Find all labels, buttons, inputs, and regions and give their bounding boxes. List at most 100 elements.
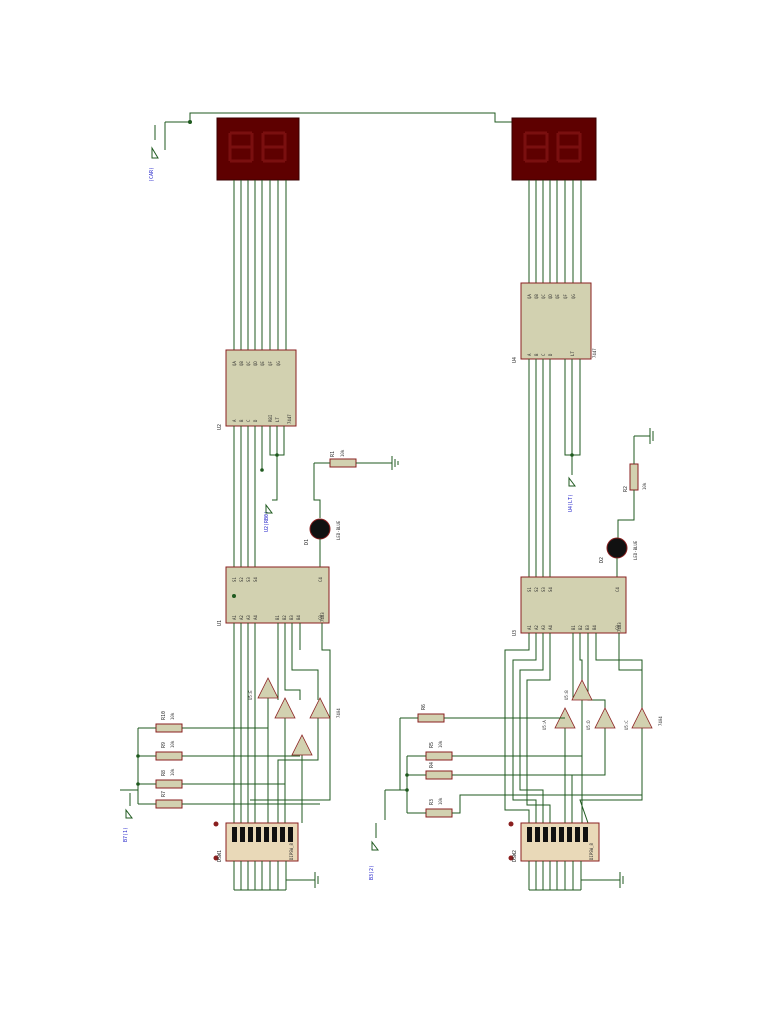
u3-part: 7483 xyxy=(617,622,622,632)
dsw2-ref: DSW2 xyxy=(512,850,518,862)
net-label-u2: U2(RB0) xyxy=(264,511,270,532)
r10-value: 10k xyxy=(170,712,175,720)
u1-pin-a3: A3 xyxy=(246,615,251,620)
led-d2: D2 LED-BLUE xyxy=(599,537,638,577)
u4-pin-lt: LT xyxy=(570,351,575,356)
u3-pin-a4: A4 xyxy=(548,625,553,630)
u4-pin-c: C xyxy=(541,353,546,356)
u2-part: 7447 xyxy=(287,414,292,424)
u2-pin-qf: QF xyxy=(268,361,273,366)
u2-pin-b: B xyxy=(239,419,244,422)
bus-u4-u3 xyxy=(528,359,581,577)
inverter-u5f xyxy=(274,697,296,719)
u2-pin-a: A xyxy=(232,419,237,422)
net-label-dsw1: B7(1) xyxy=(123,827,129,842)
decoder-u2: U2 7447 QA QB QC QD QE QF QG A B C D RBI… xyxy=(217,349,297,430)
u3-pin-a2: A2 xyxy=(534,625,539,630)
u3-pin-b3: B3 xyxy=(585,625,590,630)
r9-value: 10k xyxy=(170,740,175,748)
u1-pin-b3: B3 xyxy=(289,615,294,620)
u2-pin-qb: QB xyxy=(239,361,244,366)
u4-pin-qd: QD xyxy=(548,294,553,299)
resistor-r10: R10 10k xyxy=(155,711,183,733)
inverter-u6d xyxy=(291,734,313,756)
inverter-u5a: U5:A xyxy=(542,707,576,730)
d1-ref: D1 xyxy=(304,539,310,545)
r3-ref: R3 xyxy=(429,799,435,805)
junction xyxy=(136,782,140,786)
u1-input-wires xyxy=(233,623,331,823)
u4-net-flag xyxy=(568,476,576,487)
resistor-r5: R5 10k xyxy=(425,740,453,761)
r6-ref: R6 xyxy=(421,704,427,710)
resistor-r3: R3 10k xyxy=(425,797,453,818)
u1-pin-a4: A4 xyxy=(253,615,258,620)
u5b-ref: U5:B xyxy=(564,690,569,700)
dsw1-ref: DSW1 xyxy=(217,850,223,862)
u1-pin-s1: S1 xyxy=(232,577,237,582)
u2-net-flag xyxy=(265,503,273,514)
bus-right-display xyxy=(528,180,582,283)
u2-pin-qg: QG xyxy=(276,361,281,366)
inverter-u5d: U5:D xyxy=(586,707,616,730)
u3-pin-s3: S3 xyxy=(541,587,546,592)
u4-pin-b: B xyxy=(534,353,539,356)
inverter-u6f: 7404 xyxy=(309,697,341,719)
u1-pin-c4: C4 xyxy=(318,577,323,582)
u4-pin-d: D xyxy=(548,353,553,356)
dsw1-part: DIPSW_8 xyxy=(289,843,294,860)
adder-u3: U3 7483 S1 S2 S3 S4 C4 A1 A2 A3 A4 B1 B2… xyxy=(512,576,627,636)
u2-pin-rbi: RBI xyxy=(268,414,273,422)
r2-value: 10k xyxy=(642,482,647,490)
junction xyxy=(136,754,140,758)
u1-pin-a1: A1 xyxy=(232,615,237,620)
bus-left-display xyxy=(233,180,287,350)
resistor-r4: R4 xyxy=(425,762,453,780)
u2-pin-qe: QE xyxy=(260,361,265,366)
u1-pin-c0: C0 xyxy=(318,615,323,620)
r4-ref: R4 xyxy=(429,762,435,768)
u1-part: 7483 xyxy=(320,612,325,622)
led-d1: D1 LED-BLUE xyxy=(304,463,341,567)
r9-ref: R9 xyxy=(161,742,167,748)
u2-pin-qa: QA xyxy=(232,361,237,366)
u1-pin-s2: S2 xyxy=(239,577,244,582)
r5-ref: R5 xyxy=(429,742,435,748)
u3-pin-c4: C4 xyxy=(615,587,620,592)
inverter-u5e: U5:E xyxy=(248,677,279,700)
d2-ref: D2 xyxy=(599,557,605,563)
seven-segment-display-left xyxy=(216,117,300,181)
u3-pin-c0: C0 xyxy=(615,625,620,630)
r2-ref: R2 xyxy=(623,486,629,492)
junction xyxy=(405,773,409,777)
net-label-u4: U4(LT) xyxy=(568,494,574,512)
u2-pin-qc: QC xyxy=(246,361,251,366)
u3-pin-b1: B1 xyxy=(571,625,576,630)
d2-part: LED-BLUE xyxy=(633,540,638,560)
seven-segment-display-right xyxy=(511,117,597,181)
bus-u2-u1 xyxy=(233,426,285,567)
u5d-ref: U5:D xyxy=(586,720,591,730)
dip-switch-dsw2: DSW2 DIPSW_8 xyxy=(508,821,624,891)
car-net-flag xyxy=(151,125,159,159)
u3-pin-s4: S4 xyxy=(548,587,553,592)
dsw2-part: DIPSW_8 xyxy=(589,843,594,860)
junction xyxy=(188,120,192,124)
u3-pin-s1: S1 xyxy=(527,587,532,592)
u6-part: 7404 xyxy=(336,708,341,718)
net-label-dsw2: B3(2) xyxy=(369,865,375,880)
left-resistor-wires xyxy=(120,727,320,805)
u2-pin-d: D xyxy=(253,419,258,422)
u1-ref: U1 xyxy=(217,620,223,626)
r7-ref: R7 xyxy=(161,791,167,797)
u2-ref: U2 xyxy=(217,424,223,430)
u1-pin-b1: B1 xyxy=(275,615,280,620)
u4-pin-qg: QG xyxy=(571,294,576,299)
u2-pin-qd: QD xyxy=(253,361,258,366)
dsw2-net-flag xyxy=(371,823,379,851)
u1-pin-s4: S4 xyxy=(253,577,258,582)
dip-switch-dsw1: DSW1 DIPSW_8 xyxy=(213,821,319,891)
net-label-car: (CAR) xyxy=(149,167,155,182)
resistor-r7: R7 xyxy=(155,791,183,809)
u5e-ref: U5:E xyxy=(248,690,253,700)
